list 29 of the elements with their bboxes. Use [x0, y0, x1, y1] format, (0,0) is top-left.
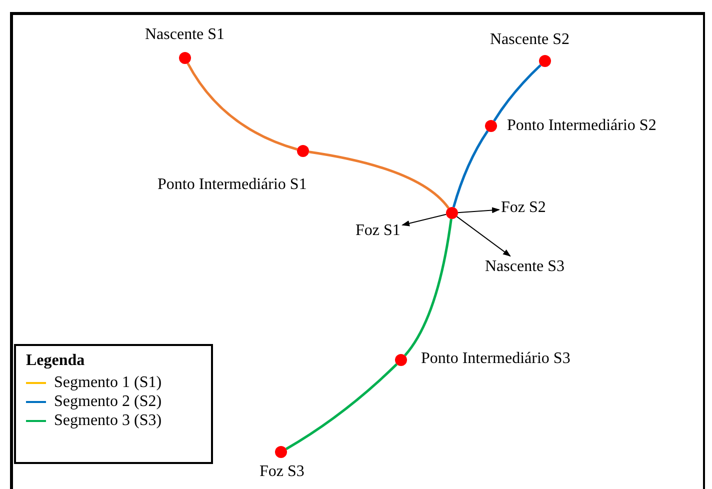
point-label: Foz S3 — [260, 463, 304, 481]
point-marker — [297, 145, 309, 157]
arrow — [456, 216, 511, 257]
point-label: Ponto Intermediário S1 — [158, 176, 307, 194]
point-label: Nascente S3 — [485, 258, 565, 276]
point-marker — [446, 207, 458, 219]
legend-title: Legenda — [26, 352, 85, 370]
point-label: Foz S2 — [501, 199, 546, 217]
arrow — [457, 207, 500, 214]
river-segment — [404, 218, 452, 356]
point-label: Foz S1 — [356, 222, 400, 240]
river-segment — [493, 64, 542, 122]
point-marker — [395, 354, 407, 366]
arrow — [402, 214, 447, 226]
river-segment — [452, 130, 489, 208]
point-marker — [179, 52, 191, 64]
legend-label: Segmento 2 (S2) — [54, 393, 162, 411]
point-marker — [275, 446, 287, 458]
legend-label: Segmento 3 (S3) — [54, 412, 162, 430]
point-marker — [539, 55, 551, 67]
point-label: Nascente S1 — [145, 26, 225, 44]
river-segment — [186, 62, 298, 151]
river-segment — [286, 363, 398, 450]
legend-label: Segmento 1 (S1) — [54, 374, 162, 392]
point-label: Ponto Intermediário S2 — [507, 117, 656, 135]
point-marker — [485, 120, 497, 132]
river-segment — [308, 150, 450, 209]
point-label: Nascente S2 — [490, 31, 570, 49]
point-label: Ponto Intermediário S3 — [421, 350, 570, 368]
